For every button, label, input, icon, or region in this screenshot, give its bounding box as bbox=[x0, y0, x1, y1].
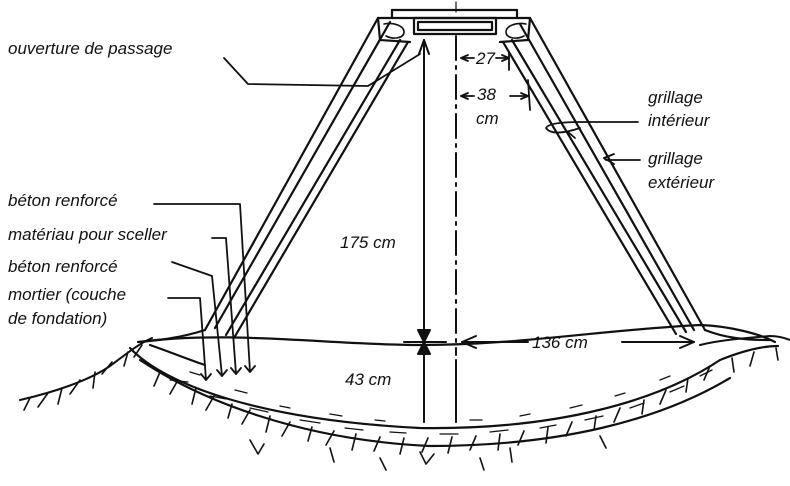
dim-27: 27 bbox=[475, 49, 495, 68]
foundation-texture bbox=[169, 369, 713, 435]
top-opening bbox=[376, 8, 532, 44]
opening-dimensions bbox=[460, 51, 531, 111]
dim-175: 175 cm bbox=[340, 233, 396, 252]
label-mortier-line1: mortier (couche bbox=[8, 285, 126, 304]
left-wall bbox=[138, 16, 410, 344]
dim-136: 136 cm bbox=[532, 333, 588, 352]
label-ouverture: ouverture de passage bbox=[8, 39, 172, 58]
label-grillage-interieur-line1: grillage bbox=[648, 88, 703, 107]
label-mortier-line2: de fondation) bbox=[8, 309, 107, 328]
radius-dimension bbox=[461, 335, 695, 349]
soil-hatching bbox=[23, 344, 779, 471]
label-materiau-sceller: matériau pour sceller bbox=[8, 225, 168, 244]
label-grillage-interieur-line2: intérieur bbox=[648, 111, 711, 130]
height-dimension bbox=[403, 39, 447, 423]
leader-lines bbox=[153, 53, 641, 381]
dim-38-unit: cm bbox=[476, 109, 499, 128]
dim-38: 38 bbox=[477, 85, 496, 104]
labels: ouverture de passage béton renforcé maté… bbox=[8, 39, 715, 389]
label-beton-renforce-2: béton renforcé bbox=[8, 257, 118, 276]
label-beton-renforce-1: béton renforcé bbox=[8, 191, 118, 210]
right-wall bbox=[501, 16, 772, 342]
dim-43: 43 cm bbox=[345, 370, 391, 389]
label-grillage-exterieur-line1: grillage bbox=[648, 149, 703, 168]
foundation-slab bbox=[128, 323, 780, 448]
label-grillage-exterieur-line2: extérieur bbox=[648, 173, 715, 192]
